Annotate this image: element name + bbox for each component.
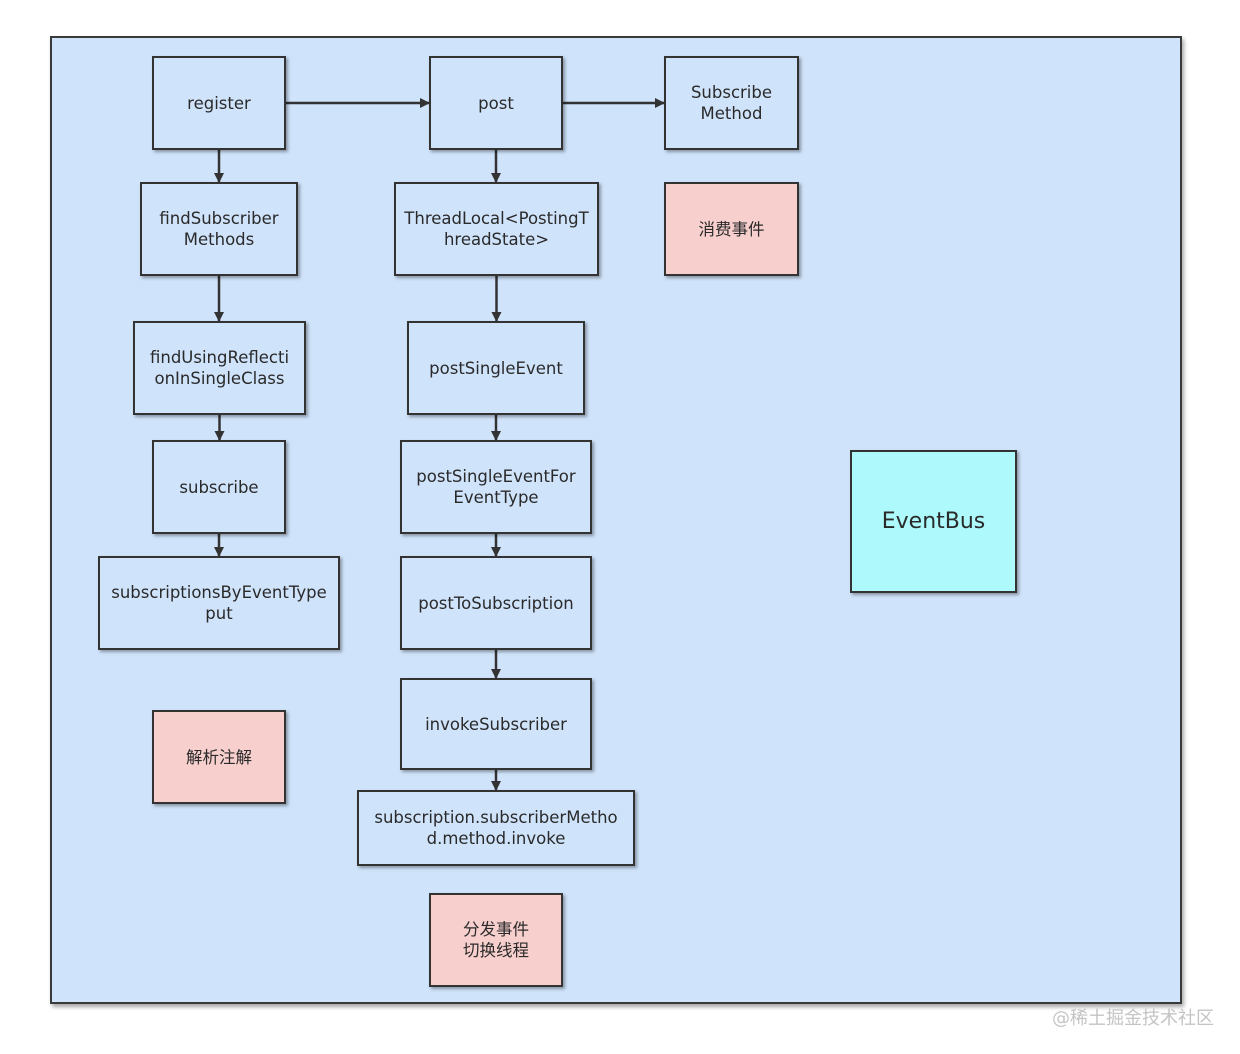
post-label: post	[478, 93, 514, 113]
eventbus-label: EventBus	[881, 509, 986, 534]
post-to-subscription-label: postToSubscription	[418, 593, 574, 613]
watermark: @稀土掘金技术社区	[1052, 1008, 1214, 1029]
invoke-subscriber-node: invokeSubscriber	[400, 678, 592, 770]
consume-event-label: 消费事件	[698, 219, 765, 239]
parse-annotation-label: 解析注解	[186, 747, 252, 767]
invoke-subscriber-label: invokeSubscriber	[425, 714, 567, 734]
post-to-subscription-node: postToSubscription	[400, 556, 592, 650]
subscribe-label: subscribe	[179, 477, 259, 497]
parse-annotation-note: 解析注解	[152, 710, 286, 804]
post-node: post	[429, 56, 563, 150]
subscribe-node: subscribe	[152, 440, 286, 534]
post-single-event-label: postSingleEvent	[429, 358, 563, 378]
dispatch-event-note: 分发事件切换线程	[429, 893, 563, 987]
eventbus-node: EventBus	[850, 450, 1017, 593]
consume-event-note: 消费事件	[664, 182, 799, 276]
dispatch-event-label: 分发事件切换线程	[463, 920, 529, 960]
post-single-event-node: postSingleEvent	[407, 321, 585, 415]
register-label: register	[187, 93, 251, 113]
register-node: register	[152, 56, 286, 150]
